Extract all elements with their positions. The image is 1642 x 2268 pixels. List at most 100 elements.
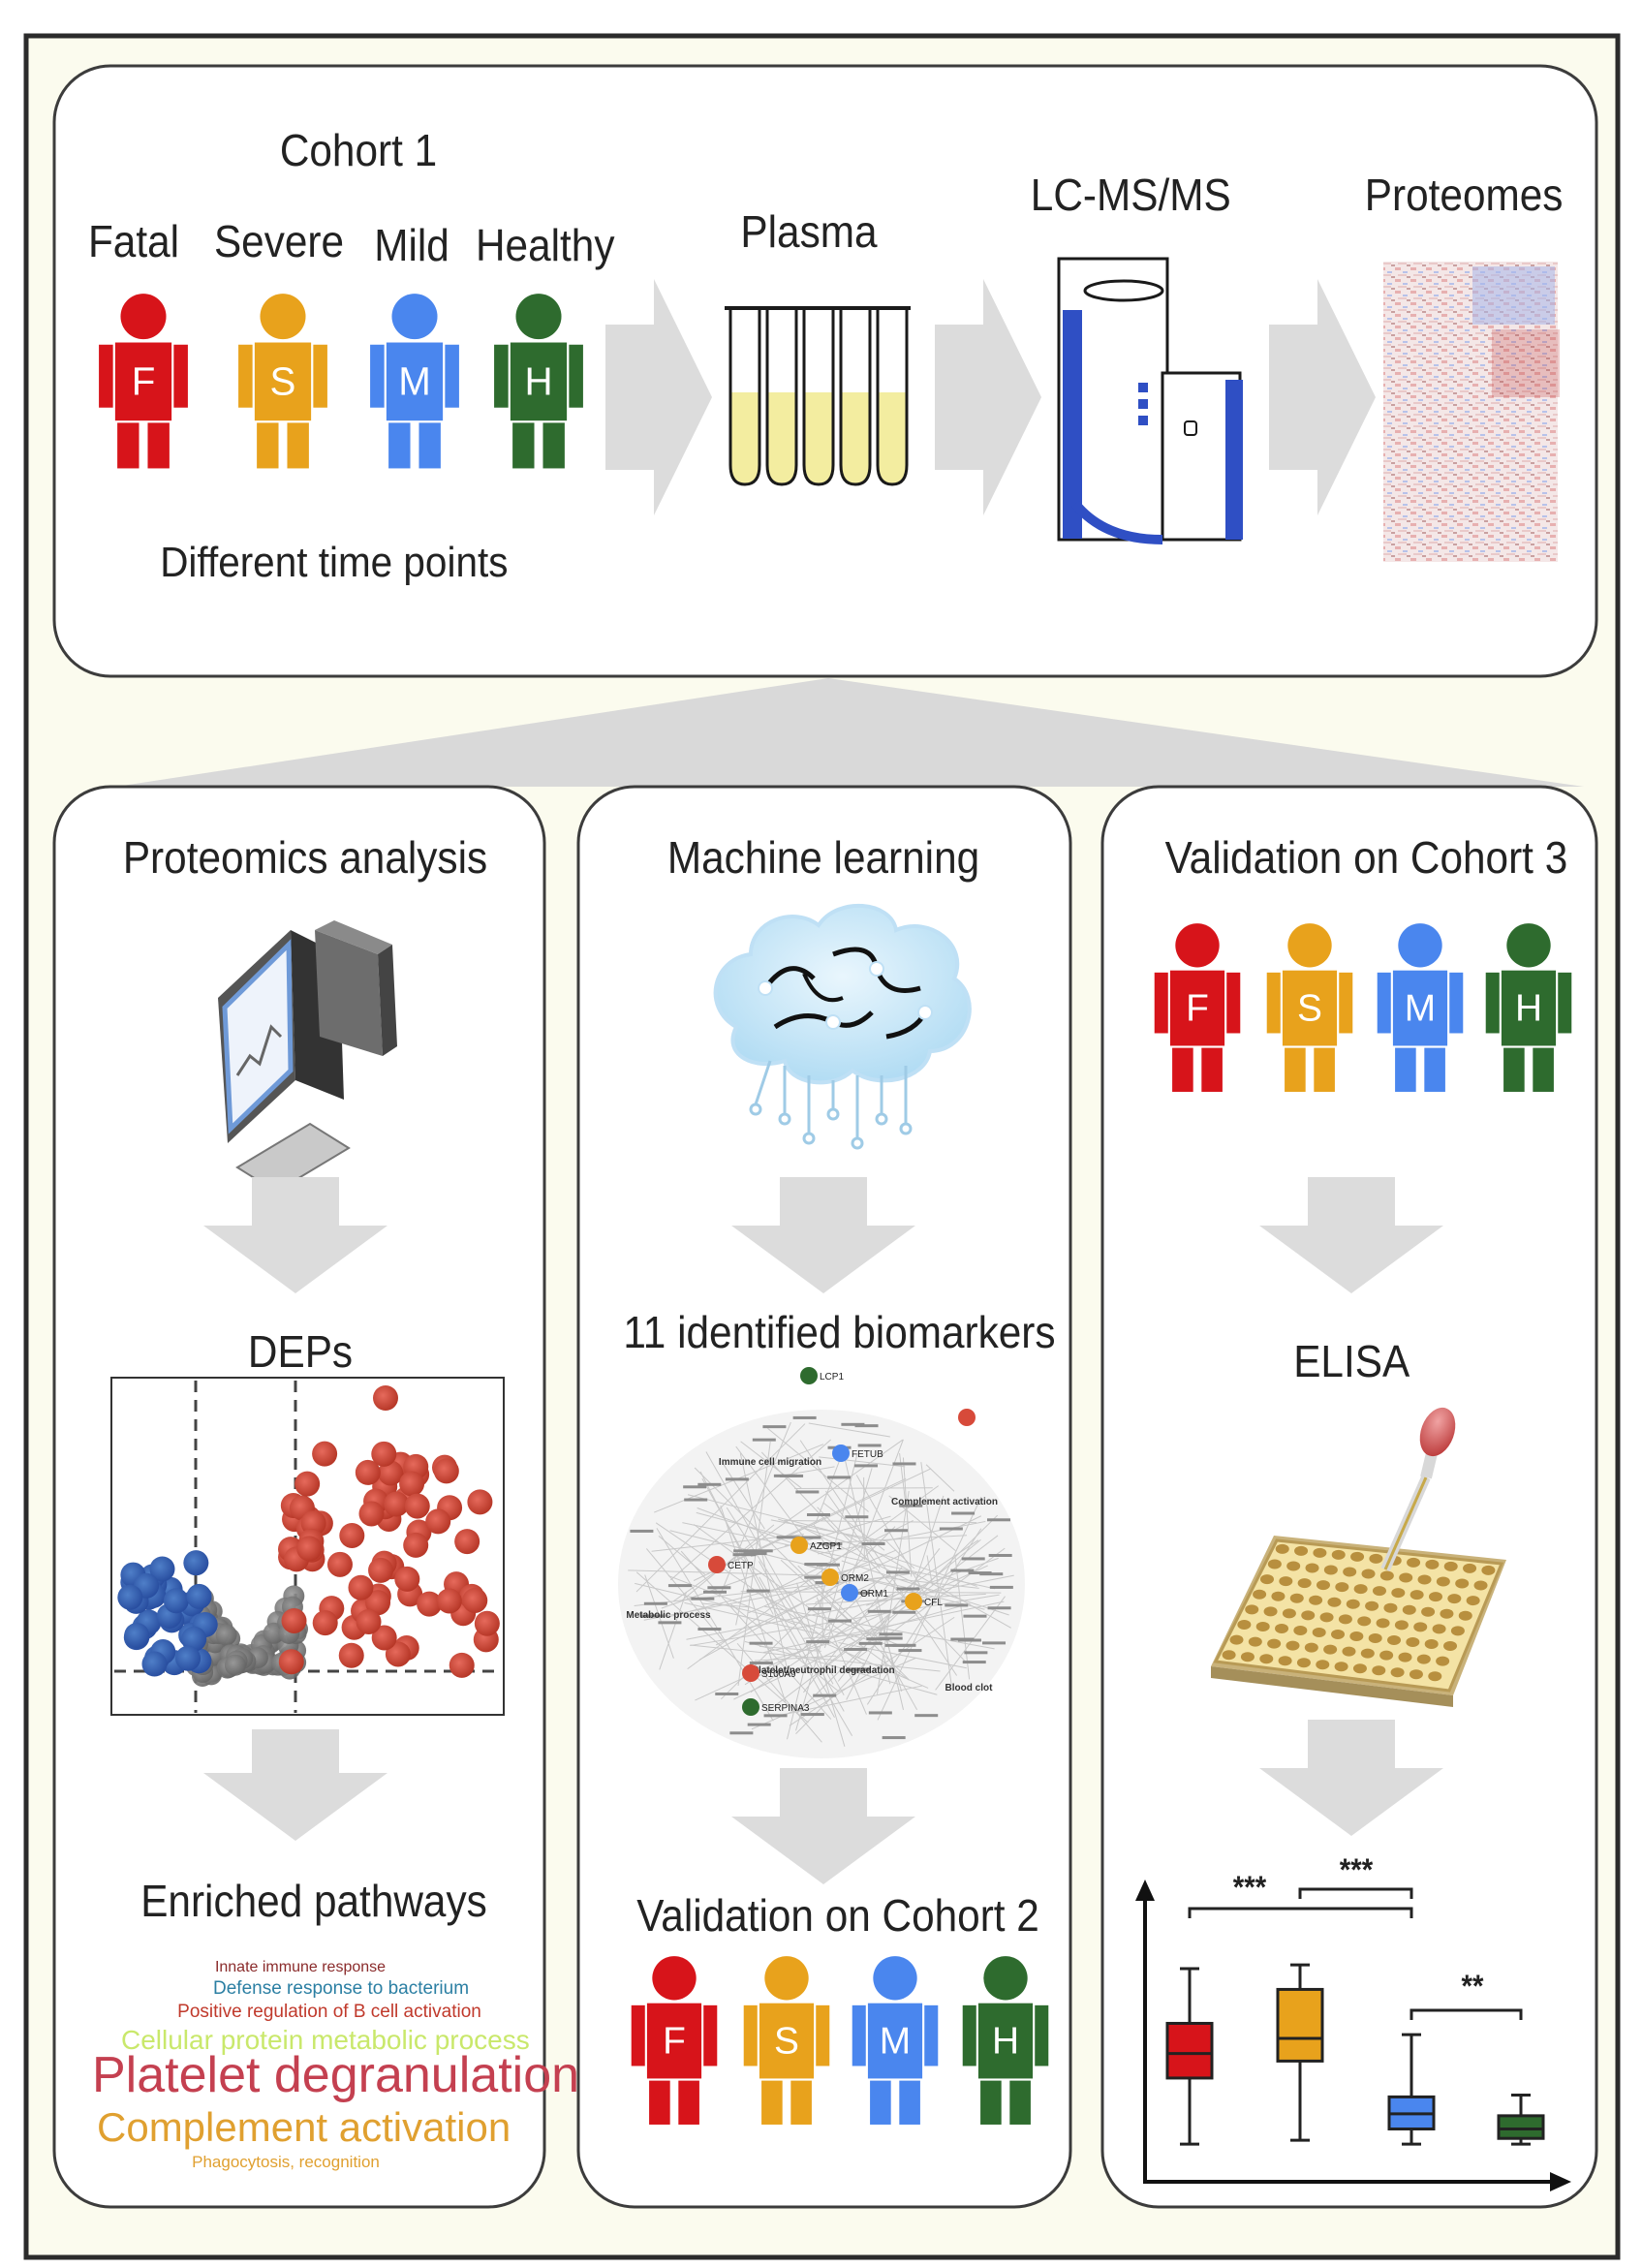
network-edge — [645, 1548, 724, 1641]
person-figure: H — [962, 1956, 1049, 2125]
volcano-point — [371, 1441, 397, 1467]
volcano-point — [404, 1493, 430, 1519]
biomarker-label: FETUB — [852, 1449, 883, 1460]
elisa-well — [1391, 1588, 1406, 1599]
network-minor-label — [964, 1651, 988, 1655]
proteomics-analysis-title: Proteomics analysis — [122, 832, 488, 883]
volcano-point — [371, 1625, 397, 1651]
person-letter: S — [774, 2021, 799, 2063]
network-minor-label — [866, 1637, 890, 1641]
network-edge — [697, 1507, 838, 1561]
person-letter: M — [1405, 988, 1436, 1030]
right-arrow-2 — [1259, 1720, 1443, 1836]
elisa-well — [1309, 1595, 1323, 1605]
person-figure: F — [1154, 923, 1241, 1092]
significance-bracket — [1298, 1887, 1413, 1899]
elisa-well — [1369, 1553, 1383, 1564]
elisa-well — [1271, 1591, 1286, 1601]
brain-ml-icon — [713, 904, 972, 1150]
network-edge — [740, 1591, 1002, 1594]
network-minor-label — [729, 1731, 754, 1735]
elisa-well — [1409, 1669, 1423, 1680]
person-letter: S — [1297, 988, 1322, 1030]
volcano-point — [183, 1550, 209, 1576]
network-minor-label — [763, 1714, 788, 1718]
elisa-well — [1466, 1596, 1480, 1606]
elisa-well — [1387, 1634, 1402, 1645]
biomarkers-title: 11 identified biomarkers — [623, 1307, 1056, 1357]
network-minor-label — [707, 1586, 731, 1590]
iqr-box — [1497, 2114, 1545, 2140]
elisa-well — [1407, 1557, 1421, 1568]
elisa-well — [1399, 1572, 1413, 1583]
elisa-well — [1402, 1604, 1416, 1615]
elisa-plate — [1211, 1407, 1506, 1707]
person-letter: H — [992, 2021, 1019, 2063]
network-minor-label — [841, 1422, 865, 1426]
biomarker-label: CETP — [728, 1561, 754, 1571]
left-arrow-2 — [203, 1729, 387, 1841]
network-minor-label — [752, 1438, 776, 1442]
person-figure: M — [1377, 923, 1464, 1092]
volcano-point — [312, 1610, 338, 1636]
network-edge — [635, 1582, 886, 1645]
network-edge — [764, 1519, 914, 1596]
machine-learning-title: Machine learning — [666, 832, 980, 883]
person-figure: H — [494, 294, 583, 469]
elisa-well — [1286, 1640, 1300, 1651]
biomarker-label: S100A9 — [761, 1669, 796, 1680]
network-edge — [735, 1445, 811, 1545]
lcms-label: LC-MS/MS — [1030, 170, 1231, 220]
elisa-well — [1353, 1584, 1368, 1595]
network-edge — [744, 1591, 897, 1686]
box-mild — [1387, 2033, 1436, 2146]
network-edge — [722, 1462, 765, 1530]
elisa-well — [1443, 1561, 1458, 1571]
network-edge — [687, 1494, 877, 1543]
volcano-point — [338, 1642, 364, 1668]
person-letter: F — [132, 358, 156, 403]
volcano-point — [117, 1584, 143, 1610]
network-minor-label — [819, 1542, 843, 1546]
elisa-well — [1263, 1606, 1278, 1617]
network-minor-label — [987, 1606, 1011, 1610]
elisa-well — [1346, 1599, 1360, 1609]
proteomes-label: Proteomes — [1364, 170, 1564, 220]
network-edge — [808, 1422, 890, 1438]
volcano-point — [467, 1489, 493, 1515]
network-edge — [686, 1574, 1014, 1640]
volcano-point — [149, 1556, 175, 1582]
flow-arrow-1 — [605, 279, 712, 515]
elisa-well — [1331, 1549, 1346, 1560]
network-term: Blood clot — [945, 1683, 994, 1693]
network-minor-label — [813, 1693, 837, 1697]
network-term: Platelet/neutrophil degradation — [752, 1665, 894, 1676]
network-minor-label — [898, 1649, 922, 1653]
tube — [876, 308, 909, 486]
cohort1-title: Cohort 1 — [279, 125, 438, 175]
right-arrow-1 — [1259, 1177, 1443, 1293]
network-minor-label — [882, 1736, 906, 1740]
elisa-well — [1335, 1582, 1349, 1593]
biomarker-node — [905, 1593, 922, 1610]
network-edge — [837, 1548, 941, 1682]
biomarker-label: SERPINA3 — [761, 1703, 810, 1714]
elisa-well — [1259, 1654, 1274, 1664]
network-minor-label — [896, 1587, 920, 1591]
biomarker-label: AZGP1 — [810, 1541, 842, 1552]
network-edge — [759, 1561, 845, 1712]
network-minor-label — [892, 1462, 916, 1466]
elisa-well — [1327, 1597, 1342, 1607]
volcano-point — [175, 1645, 201, 1671]
network-edge — [705, 1451, 845, 1695]
elisa-well — [1278, 1656, 1292, 1666]
network-minor-label — [691, 1597, 715, 1600]
network-edge — [799, 1440, 958, 1676]
elisa-well — [1447, 1594, 1462, 1604]
tube — [728, 308, 761, 486]
volcano-point — [141, 1651, 168, 1677]
network-edge — [803, 1573, 886, 1649]
volcano-point — [296, 1536, 323, 1562]
network-minor-label — [639, 1614, 664, 1618]
